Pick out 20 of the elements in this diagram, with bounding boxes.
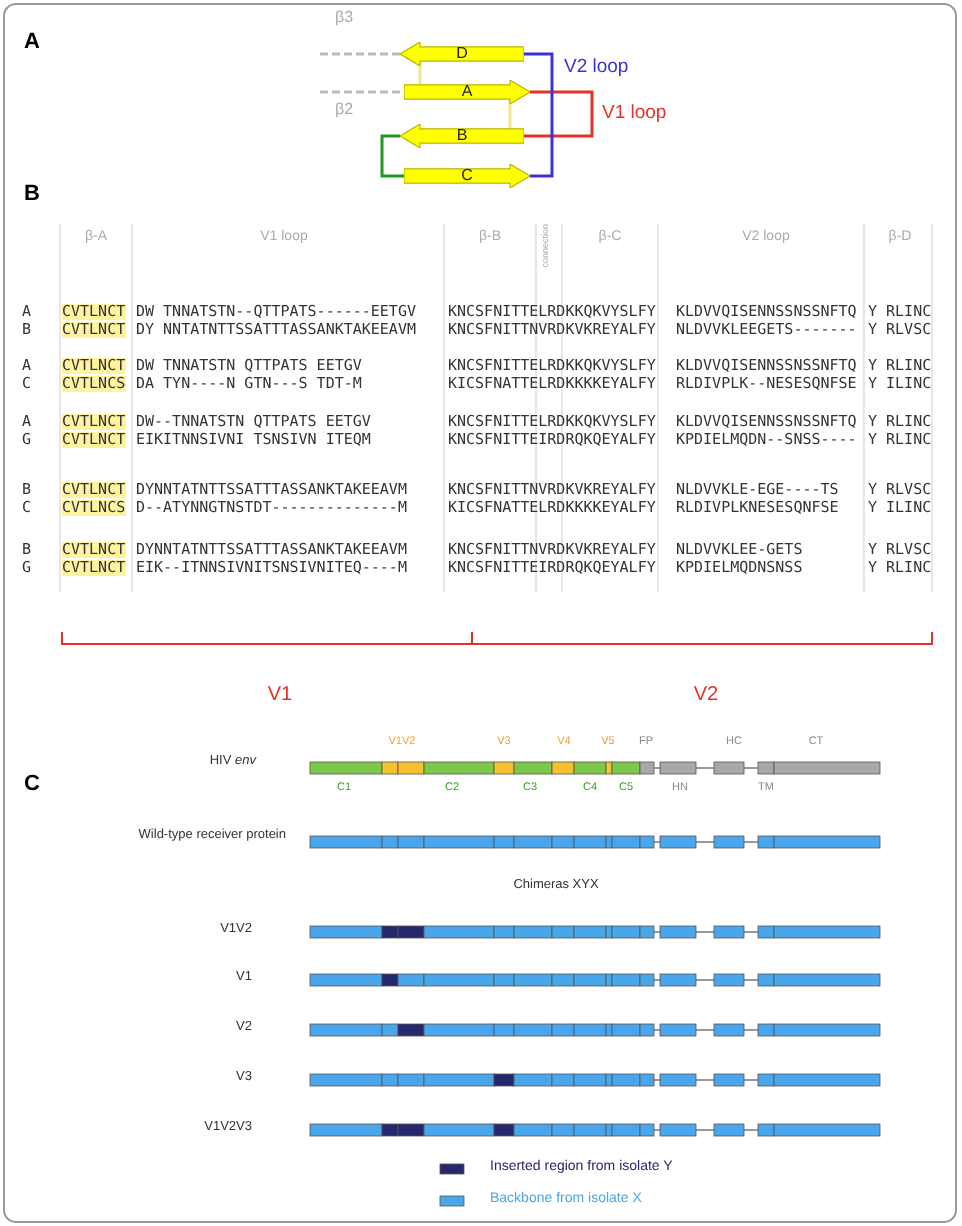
loop-line bbox=[524, 90, 594, 138]
edge-label: V2 loop bbox=[562, 58, 631, 77]
beta-strand: C bbox=[404, 164, 530, 188]
region-label: V1 bbox=[267, 686, 293, 706]
panel-letter: B bbox=[24, 184, 40, 206]
panel-letter: C bbox=[24, 774, 40, 796]
region-label: V2 bbox=[693, 686, 719, 706]
strand-label: β3 bbox=[334, 10, 354, 26]
connector-line bbox=[418, 61, 422, 85]
beta-strand: B bbox=[400, 124, 524, 148]
edge-label: V1 loop bbox=[600, 104, 669, 123]
loop-line bbox=[380, 134, 404, 178]
loop-line bbox=[524, 52, 554, 178]
beta-strand: A bbox=[404, 80, 530, 104]
chain-line bbox=[320, 90, 404, 94]
panel-letter: A bbox=[24, 32, 40, 54]
chain-line bbox=[320, 52, 400, 56]
beta-strand: D bbox=[400, 42, 524, 66]
connector-line bbox=[508, 99, 512, 129]
strand-label: β2 bbox=[334, 102, 354, 118]
